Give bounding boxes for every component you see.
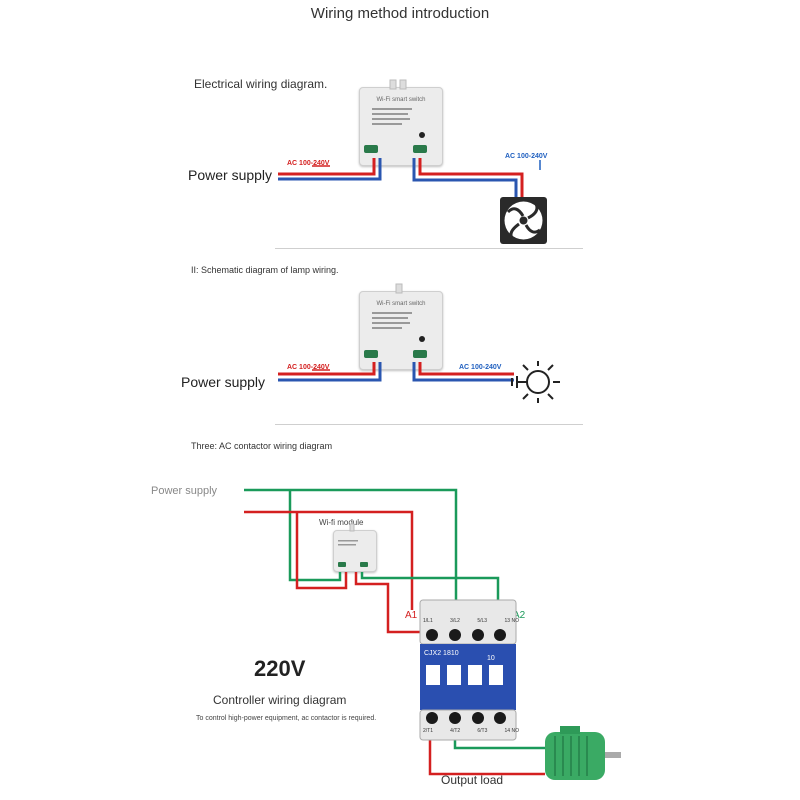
ac-out-label-2: AC 100-240V: [459, 364, 502, 371]
controller-wiring-label: Controller wiring diagram: [213, 693, 347, 707]
ac-out-label-1: AC 100-240V: [505, 153, 548, 160]
switch-tabs-1: [389, 79, 407, 90]
terminal-label: 6/T3: [477, 728, 488, 734]
top-terminal-labels: 1/L1 3/L2 5/L3 13 NO: [423, 618, 519, 624]
terminal-label: 14 NO: [504, 728, 519, 734]
divider-1: [275, 248, 583, 249]
section3-label: Three: AC contactor wiring diagram: [191, 441, 333, 451]
power-supply-label-1: Power supply: [188, 167, 273, 183]
output-load-label: Output load: [441, 773, 504, 787]
switch-detail-2: [364, 312, 427, 358]
section1-label: Electrical wiring diagram.: [194, 77, 328, 91]
bottom-terminal-labels: 2/T1 4/T2 6/T3 14 NO: [423, 728, 519, 734]
lightbulb-icon: [511, 361, 560, 403]
terminal-label: 4/T2: [450, 728, 461, 734]
terminal-label: 1/L1: [423, 618, 433, 624]
terminal-label: 13 NO: [504, 618, 519, 624]
ac-contactor: [419, 599, 517, 741]
switch-title: Wi-Fi smart switch: [376, 97, 426, 103]
voltage-label: 220V: [254, 656, 306, 681]
terminal-label: 3/L2: [450, 618, 460, 624]
wifi-module-label: Wi-fi module: [319, 518, 364, 527]
wires-1: [278, 158, 541, 197]
switch-title: Wi-Fi smart switch: [376, 301, 426, 307]
section2-label: II: Schematic diagram of lamp wiring.: [191, 265, 339, 275]
motor-icon: [545, 726, 621, 780]
contactor-model: CJX2 1810: [424, 650, 459, 657]
a1-label: A1: [405, 610, 418, 621]
contactor-note: To control high-power equipment, ac cont…: [196, 715, 377, 722]
fan-icon: [500, 197, 547, 244]
terminal-label: 5/L3: [477, 618, 488, 624]
power-supply-label-3: Power supply: [151, 485, 218, 497]
divider-2: [275, 424, 583, 425]
switch-tabs-2: [395, 283, 403, 294]
switch-detail-1: [364, 108, 427, 153]
page-title: Wiring method introduction: [310, 5, 490, 22]
ac-in-label-1: AC 100-240V: [287, 160, 330, 167]
ac-in-label-2: AC 100-240V: [287, 364, 330, 371]
wires-3: [244, 488, 545, 776]
power-supply-label-2: Power supply: [181, 374, 266, 390]
contactor-rating: 10: [487, 655, 495, 662]
wires-2: [278, 362, 514, 382]
wifi-module-detail: [338, 523, 368, 567]
terminal-label: 2/T1: [423, 728, 434, 734]
a2-label: A2: [513, 610, 526, 621]
